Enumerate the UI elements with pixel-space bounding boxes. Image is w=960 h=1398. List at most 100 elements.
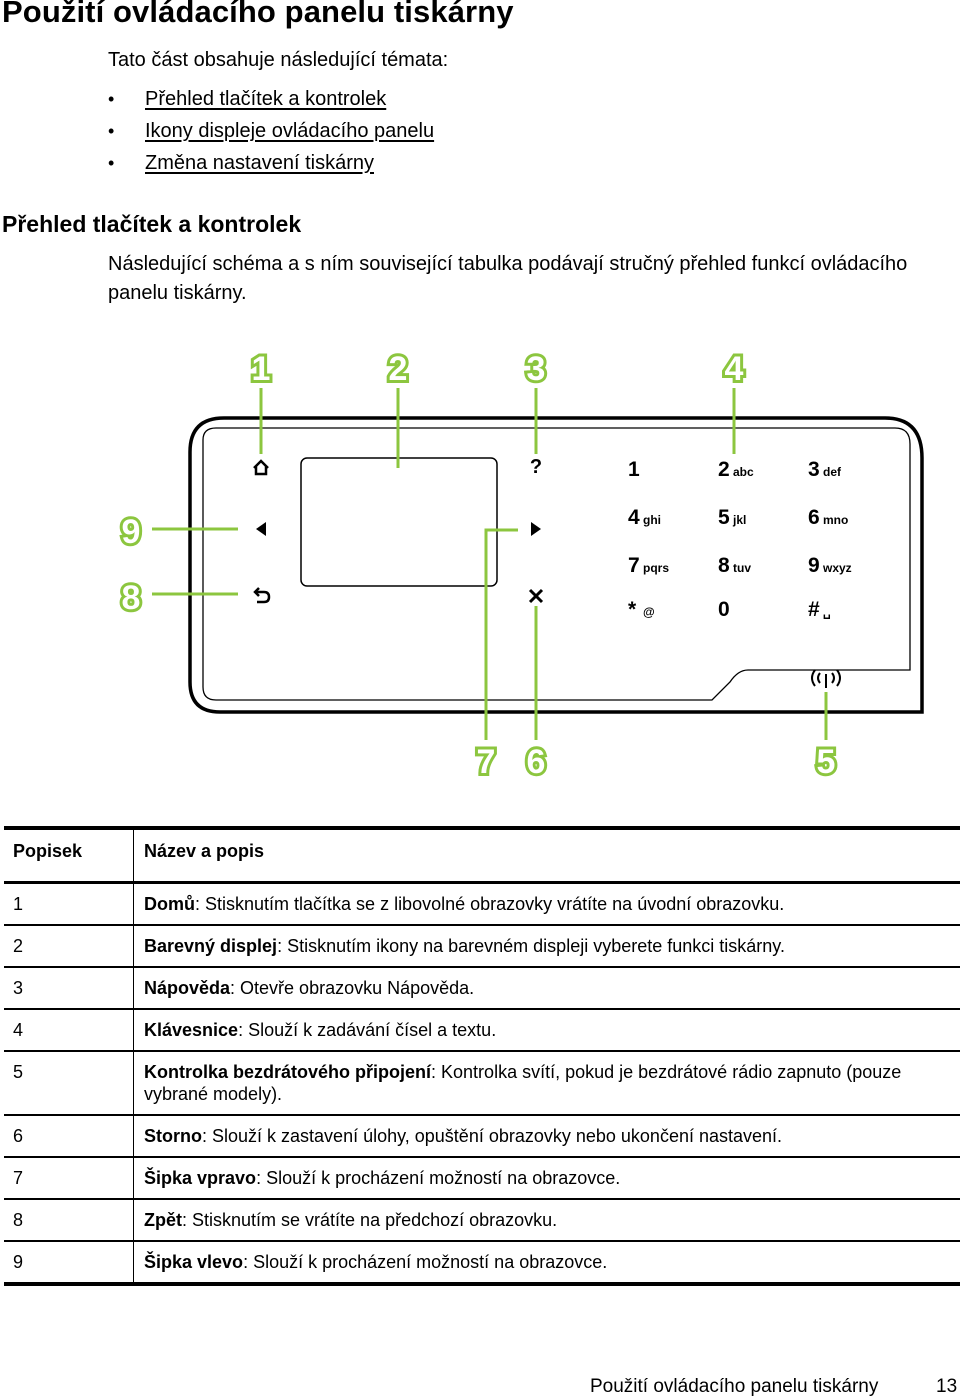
row-label: 9 [4, 1241, 134, 1286]
keypad-letters: def [823, 465, 842, 479]
row-text: : Slouží k procházení možností na obrazo… [243, 1252, 608, 1272]
table-header-row: Popisek Název a popis [4, 826, 960, 884]
table-row: 2 Barevný displej: Stisknutím ikony na b… [4, 925, 960, 968]
keypad-key[interactable]: #␣ [808, 598, 831, 621]
row-name: Nápověda [144, 978, 231, 998]
help-icon[interactable]: ? [530, 456, 542, 478]
row-label: 4 [4, 1009, 134, 1052]
row-label: 6 [4, 1115, 134, 1158]
right-arrow-icon[interactable] [531, 522, 541, 536]
topic-item: Změna nastavení tiskárny [108, 150, 434, 182]
keypad-digit: * [628, 598, 637, 621]
keypad-key[interactable]: 1 [628, 458, 640, 481]
callout-6: 6 [527, 743, 546, 781]
callout-lines [152, 388, 828, 740]
row-description: Šipka vlevo: Slouží k procházení možnost… [133, 1241, 960, 1286]
callout-8: 8 [122, 579, 141, 617]
keypad-digit: 7 [628, 554, 640, 577]
row-text: : Stisknutím se vrátíte na předchozí obr… [182, 1210, 558, 1230]
keypad-digit: 5 [718, 506, 730, 529]
table-row: 4 Klávesnice: Slouží k zadávání čísel a … [4, 1009, 960, 1052]
topic-link-overview[interactable]: Přehled tlačítek a kontrolek [145, 88, 387, 110]
keypad-letters: abc [733, 465, 754, 479]
topic-list: Přehled tlačítek a kontrolek Ikony displ… [108, 86, 434, 182]
column-header-description: Název a popis [133, 826, 960, 884]
row-description: Zpět: Stisknutím se vrátíte na předchozí… [133, 1199, 960, 1242]
callout-3: 3 [527, 350, 546, 388]
row-text: : Slouží k zadávání čísel a textu. [238, 1020, 497, 1040]
keypad-digit: 8 [718, 554, 730, 577]
intro-text: Tato část obsahuje následující témata: [108, 49, 449, 71]
keypad-digit: 2 [718, 458, 730, 481]
page-number: 13 [936, 1376, 958, 1397]
table-row: 6 Storno: Slouží k zastavení úlohy, opuš… [4, 1115, 960, 1158]
topic-item: Přehled tlačítek a kontrolek [108, 86, 434, 118]
row-text: : Slouží k zastavení úlohy, opuštění obr… [202, 1126, 783, 1146]
keypad-digit: 9 [808, 554, 820, 577]
row-name: Domů [144, 894, 195, 914]
back-icon[interactable] [253, 587, 271, 604]
table-row: 9 Šipka vlevo: Slouží k procházení možno… [4, 1241, 960, 1286]
table-row: 3 Nápověda: Otevře obrazovku Nápověda. [4, 967, 960, 1010]
callout-2: 2 [389, 350, 408, 388]
row-name: Klávesnice [144, 1020, 239, 1040]
page-title: Použití ovládacího panelu tiskárny [2, 0, 514, 29]
cancel-icon[interactable] [528, 588, 544, 604]
color-display[interactable] [300, 457, 498, 587]
topic-item: Ikony displeje ovládacího panelu [108, 118, 434, 150]
keypad-digit: # [808, 598, 820, 621]
row-label: 2 [4, 925, 134, 968]
row-label: 3 [4, 967, 134, 1010]
table-row: 8 Zpět: Stisknutím se vrátíte na předcho… [4, 1199, 960, 1242]
row-description: Storno: Slouží k zastavení úlohy, opuště… [133, 1115, 960, 1158]
row-name: Zpět [144, 1210, 182, 1230]
row-label: 1 [4, 882, 134, 926]
keypad-key[interactable]: 0 [718, 598, 730, 621]
row-label: 7 [4, 1157, 134, 1200]
callout-4: 4 [725, 350, 744, 388]
row-text: : Stisknutím ikony na barevném displeji … [277, 936, 785, 956]
row-description: Domů: Stisknutím tlačítka se z libovolné… [133, 882, 960, 926]
home-icon[interactable] [253, 459, 269, 476]
row-name: Storno [144, 1126, 202, 1146]
callout-9: 9 [122, 513, 141, 551]
row-name: Šipka vpravo [144, 1168, 257, 1188]
keypad-letters: wxyz [822, 561, 852, 575]
keypad-letters: pqrs [643, 561, 669, 575]
keypad-digit: 6 [808, 506, 820, 529]
wireless-icon [811, 669, 841, 688]
keypad-letters: @ [643, 605, 655, 619]
keypad-letters: mno [823, 513, 848, 527]
left-arrow-icon[interactable] [256, 522, 266, 536]
row-text: : Slouží k procházení možností na obrazo… [256, 1168, 621, 1188]
topic-link-settings[interactable]: Změna nastavení tiskárny [145, 152, 374, 174]
callout-1: 1 [252, 350, 271, 388]
row-description: Nápověda: Otevře obrazovku Nápověda. [133, 967, 960, 1010]
row-text: : Otevře obrazovku Nápověda. [230, 978, 475, 998]
keypad-digit: 3 [808, 458, 820, 481]
row-description: Kontrolka bezdrátového připojení: Kontro… [133, 1051, 960, 1116]
row-label: 8 [4, 1199, 134, 1242]
callouts: 1 2 3 4 5 6 7 8 9 [119, 347, 839, 784]
row-name: Kontrolka bezdrátového připojení [144, 1062, 432, 1082]
keypad-key[interactable]: *@ [628, 598, 655, 621]
keypad-letters: ghi [643, 513, 661, 527]
callout-5: 5 [817, 743, 836, 781]
row-description: Klávesnice: Slouží k zadávání čísel a te… [133, 1009, 960, 1052]
callout-7: 7 [477, 743, 496, 781]
row-description: Barevný displej: Stisknutím ikony na bar… [133, 925, 960, 968]
topic-link-icons[interactable]: Ikony displeje ovládacího panelu [145, 120, 435, 142]
section-lead: Následující schéma a s ním související t… [108, 253, 908, 304]
row-label: 5 [4, 1051, 134, 1116]
table-row: 7 Šipka vpravo: Slouží k procházení možn… [4, 1157, 960, 1200]
